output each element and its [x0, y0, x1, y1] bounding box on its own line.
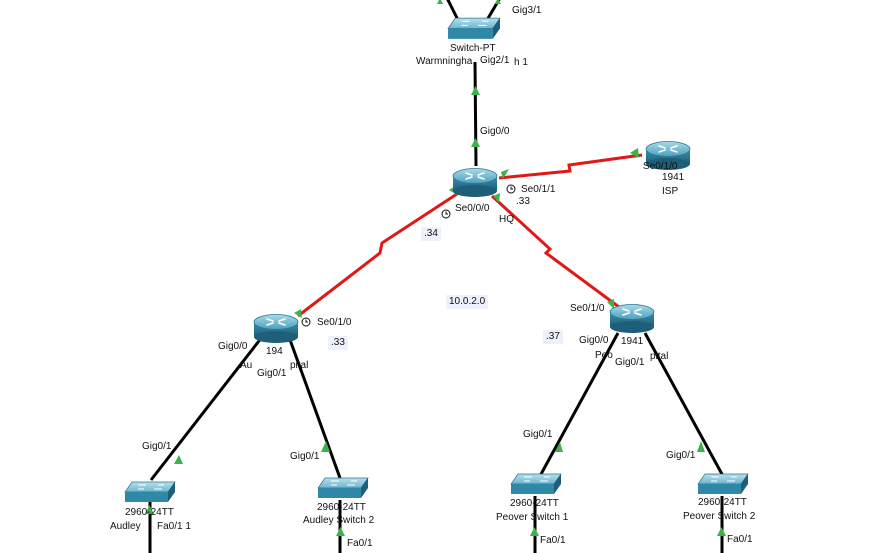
status-arrow-icon [697, 441, 705, 452]
interface-label: Gig0/0 [218, 341, 248, 352]
interface-label: Gig0/1 [257, 368, 287, 379]
interface-label: Gig0/1 [615, 357, 645, 368]
peover-switch1-icon[interactable] [510, 473, 562, 495]
status-arrow-icon [530, 527, 539, 536]
link-peover-router-switch2[interactable] [643, 332, 725, 477]
status-arrow-icon [471, 138, 480, 147]
device-name-label: Audley [110, 521, 141, 532]
device-name-label: Peo [595, 350, 613, 361]
device-model-label: 194 [266, 346, 283, 357]
status-arrow-icon [471, 86, 480, 95]
interface-label: Se0/1/0 [317, 317, 352, 328]
status-arrow-icon [493, 193, 500, 203]
serial-hq-audley[interactable] [297, 190, 461, 318]
link-switch-top-left[interactable] [446, 0, 460, 21]
device-model-label: 2960-24TT [698, 497, 747, 508]
device-name-label: h 1 [514, 57, 528, 68]
interface-label: Gig0/1 [290, 451, 320, 462]
ethernet-links [148, 0, 725, 553]
interface-label: Gig0/0 [480, 126, 510, 137]
device-name-label: Au [240, 360, 253, 371]
device-name-label: ISP [662, 186, 679, 197]
device-name-label: Warmningha [416, 56, 473, 67]
clock-icon [301, 317, 311, 327]
device-model-label: 2960-24TT [125, 507, 174, 518]
device-model-label: 2960-24TT [510, 498, 559, 509]
device-model-label: 1941 [621, 336, 644, 347]
interface-label: Gig0/1 [666, 450, 696, 461]
device-name-label: pital [290, 360, 309, 371]
link-switch-hq[interactable] [473, 61, 478, 167]
address-label: .34 [421, 227, 441, 241]
device-name-label: HQ [499, 214, 514, 225]
address-label: .37 [543, 330, 563, 344]
serial-hq-isp[interactable] [498, 153, 643, 180]
interface-label: Fa0/1 [347, 538, 373, 549]
address-label: .33 [516, 196, 530, 207]
device-model-label: Switch-PT [450, 43, 496, 54]
interface-label: Gig2/1 [480, 55, 510, 66]
device-name-label: Audley Switch 2 [303, 515, 375, 526]
interface-label: Fa0/1 1 [157, 521, 191, 532]
device-model-label: 2960-24TT [317, 502, 366, 513]
interface-label: Gig0/1 [142, 441, 172, 452]
hq-router-icon[interactable] [452, 167, 498, 198]
interface-label: Se0/1/0 [643, 161, 678, 172]
status-arrow-icon [630, 148, 639, 158]
device-name-label: Peover Switch 2 [683, 511, 756, 522]
address-label: .33 [328, 336, 348, 350]
device-name-label: Peover Switch 1 [496, 512, 569, 523]
audley-switch1-icon[interactable] [124, 481, 176, 503]
clock-icon [506, 184, 516, 194]
network-address-label: 10.0.2.0 [446, 295, 489, 309]
interface-label: Se0/1/1 [521, 184, 556, 195]
interface-label: Gig0/0 [579, 335, 609, 346]
status-arrow-icon [495, 0, 501, 4]
interface-label: Fa0/1 [727, 534, 753, 545]
audley-router-icon[interactable] [253, 313, 299, 344]
status-arrow-icon [607, 299, 614, 309]
interface-label: Gig3/1 [512, 5, 542, 16]
device-model-label: 1941 [662, 172, 685, 183]
interface-label: Fa0/1 [540, 535, 566, 546]
interface-label: Se0/1/0 [570, 303, 605, 314]
serial-links [297, 153, 643, 318]
warmingham-switch-icon[interactable] [447, 17, 501, 40]
status-arrow-icon [501, 169, 509, 179]
status-arrow-icon [294, 309, 302, 318]
status-arrow-icon [717, 527, 726, 536]
serial-hq-peover[interactable] [490, 194, 620, 309]
link-peover-router-switch1[interactable] [538, 332, 620, 477]
interface-label: Gig0/1 [523, 429, 553, 440]
link-audley-router-switch2[interactable] [287, 336, 342, 479]
peover-router-icon[interactable] [609, 303, 655, 334]
interface-label: Se0/0/0 [455, 203, 490, 214]
status-arrow-icon [437, 0, 443, 4]
status-arrow-icon [555, 442, 563, 452]
status-arrow-icon [321, 441, 330, 452]
audley-switch2-icon[interactable] [317, 477, 369, 499]
status-arrow-icon [174, 455, 183, 464]
device-name-label: pital [650, 351, 669, 362]
status-arrow-icon [145, 505, 154, 514]
link-status-indicators [145, 0, 726, 536]
peover-switch2-icon[interactable] [697, 473, 749, 495]
link-audley-router-switch1[interactable] [149, 336, 264, 481]
status-arrow-icon [336, 527, 345, 536]
clock-icon [441, 209, 451, 219]
